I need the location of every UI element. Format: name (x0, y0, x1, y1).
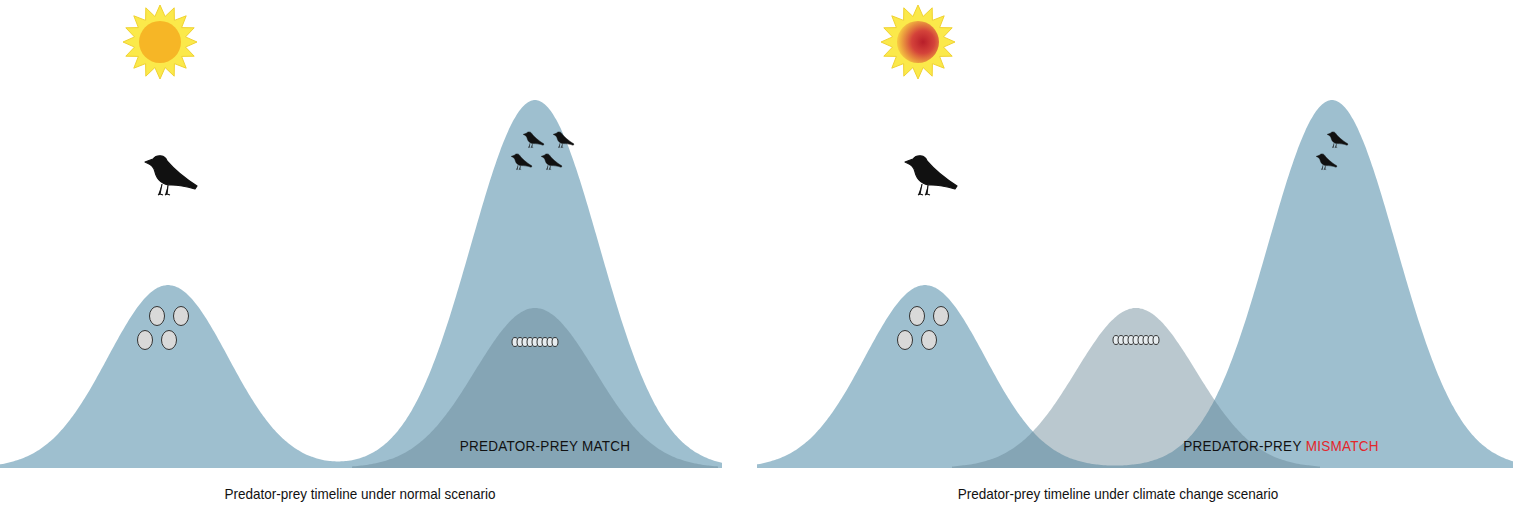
panel-caption-row: Predator-prey timeline under normal scen… (225, 485, 496, 502)
status-label-row: PREDATOR-PREYMISMATCH (1183, 437, 1379, 454)
parent-bird (145, 156, 197, 195)
chick-bird (511, 154, 532, 170)
parent-bird (905, 156, 957, 195)
caterpillar-segment (552, 338, 558, 347)
predator-curve (0, 100, 722, 468)
sun-warm (881, 5, 955, 79)
status-label: MISMATCH (1306, 437, 1379, 454)
chick-bird (523, 132, 544, 148)
population-curves (0, 100, 1513, 468)
panel-caption: Predator-prey timeline under climate cha… (958, 485, 1278, 502)
caterpillars (512, 336, 1159, 347)
status-label-row: PREDATOR-PREY MATCH (460, 437, 631, 454)
chick-bird (1327, 132, 1348, 148)
prey-curve (352, 308, 718, 468)
panel-caption-row: Predator-prey timeline under climate cha… (958, 485, 1278, 502)
status-label: PREDATOR-PREY (1183, 437, 1302, 454)
status-label: PREDATOR-PREY MATCH (460, 437, 631, 454)
panel-caption: Predator-prey timeline under normal scen… (225, 485, 496, 502)
caterpillar-segment (1153, 336, 1159, 345)
chick-bird (553, 132, 574, 148)
chick-bird (541, 154, 562, 170)
eggs (138, 307, 949, 350)
sun-normal (123, 5, 197, 79)
prey-curve (952, 308, 1320, 468)
predator-curve (757, 100, 1513, 468)
chick-bird (1316, 154, 1337, 170)
